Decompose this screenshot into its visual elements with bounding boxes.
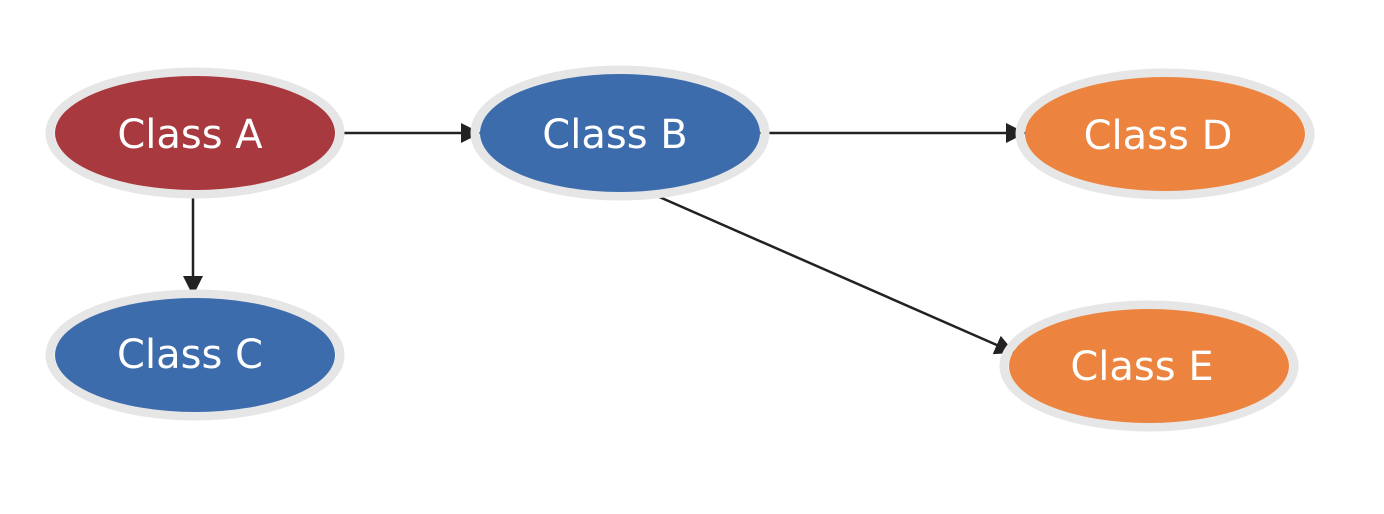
node-class-b-label: Class B [542, 112, 687, 158]
node-class-e[interactable]: Class E [999, 300, 1299, 432]
node-class-d-shape [1025, 77, 1305, 191]
node-class-d-label: Class D [1084, 113, 1233, 159]
node-class-b-shape [480, 74, 760, 192]
node-class-c-label: Class C [117, 332, 263, 378]
node-class-d[interactable]: Class D [1015, 68, 1315, 200]
node-class-a-shape [55, 76, 335, 190]
edges [183, 123, 1026, 355]
node-class-e-label: Class E [1070, 344, 1213, 390]
edge-b-to-e [647, 190, 1016, 355]
node-class-a-label: Class A [117, 112, 263, 158]
node-class-b[interactable]: Class B [470, 65, 770, 201]
node-class-a[interactable]: Class A [45, 67, 345, 199]
node-class-c[interactable]: Class C [45, 289, 345, 421]
node-class-e-shape [1009, 309, 1289, 423]
node-class-c-shape [55, 298, 335, 412]
